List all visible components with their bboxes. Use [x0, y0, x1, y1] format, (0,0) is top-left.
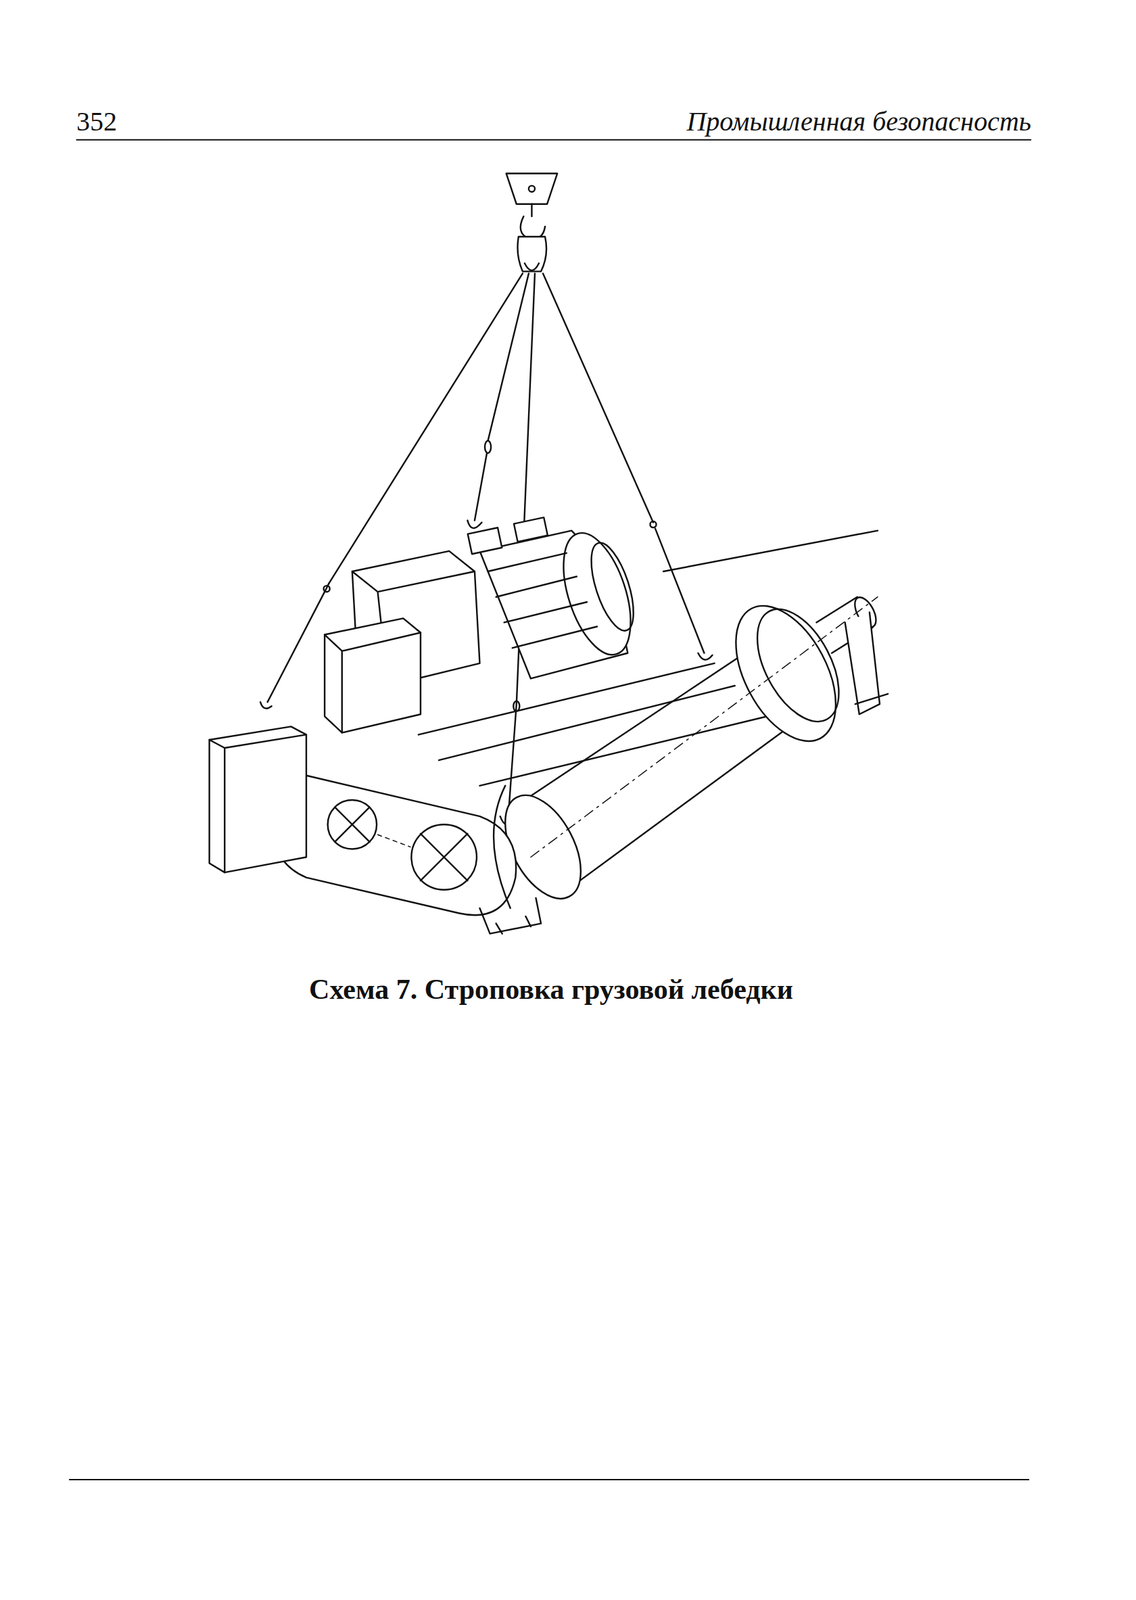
running-header: Промышленная безопасность — [686, 106, 1032, 137]
page-number: 352 — [76, 106, 117, 137]
figure-caption: Схема 7. Строповка грузовой лебедки — [309, 973, 794, 1005]
